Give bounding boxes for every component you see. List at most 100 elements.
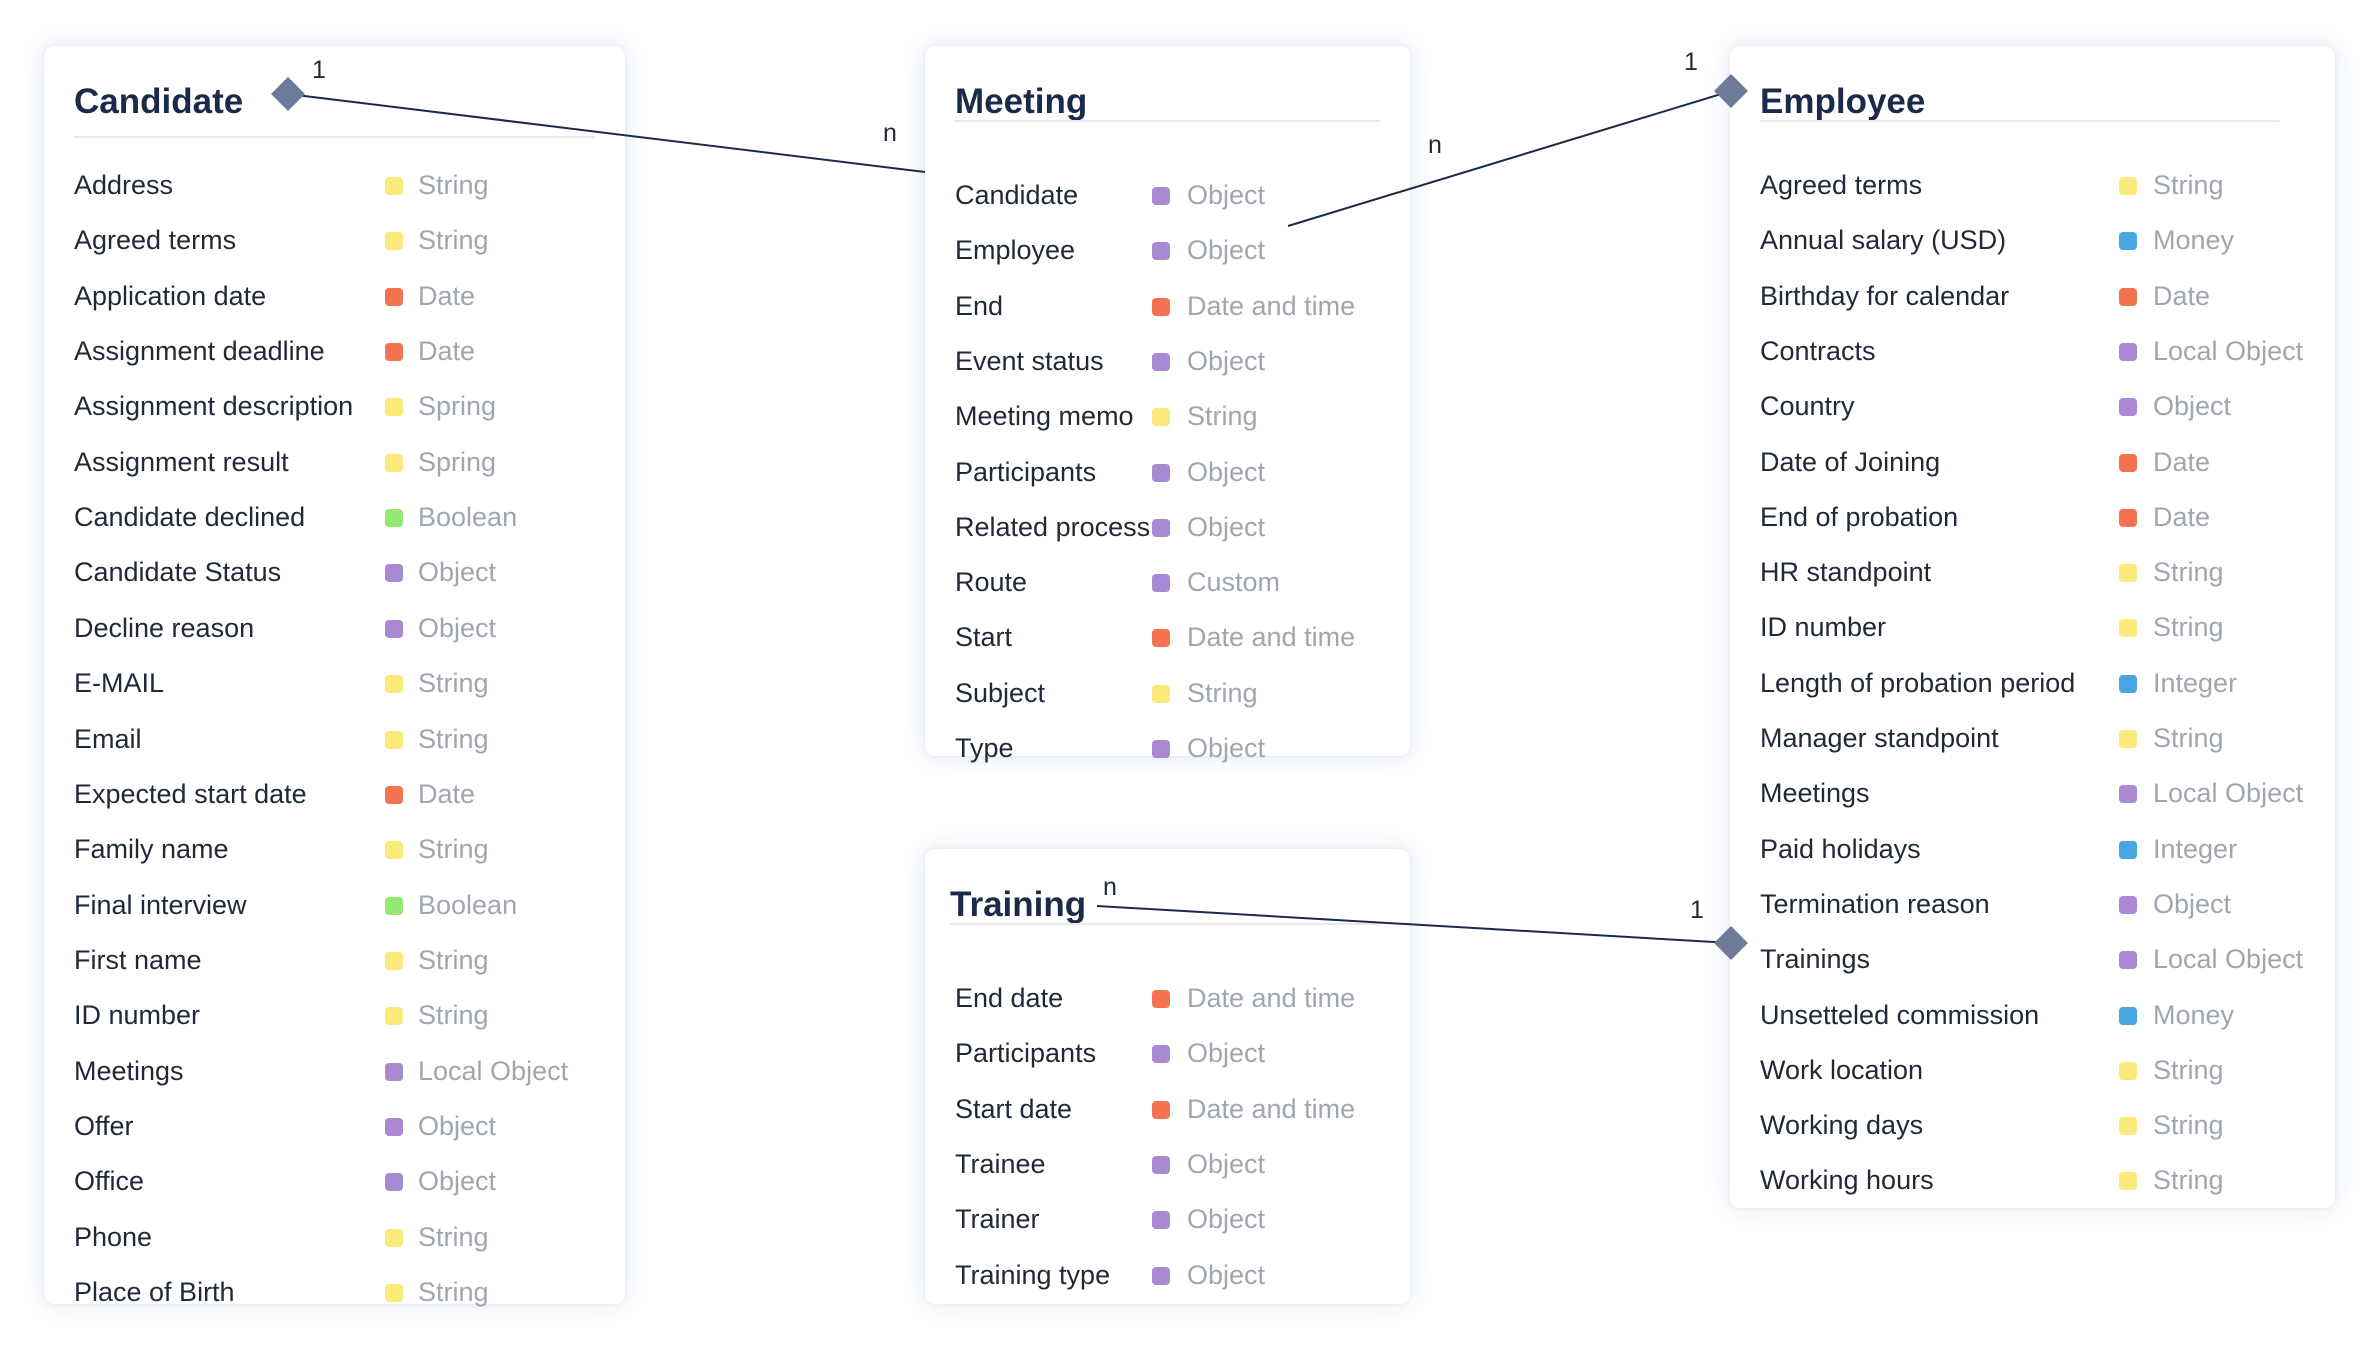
field-name: ID number — [1760, 612, 1887, 643]
field-type-label: String — [2153, 612, 2224, 643]
field-type-label: String — [1187, 401, 1258, 432]
field-type-label: String — [1187, 677, 1258, 708]
type-color-swatch — [385, 619, 403, 638]
field-type-label: String — [418, 944, 489, 975]
type-color-swatch — [2119, 232, 2137, 251]
field-row[interactable]: ID number String — [1730, 608, 2335, 648]
field-name: Employee — [955, 235, 1076, 266]
field-type-label: Object — [2153, 888, 2232, 919]
cardinality-employee-training-one: 1 — [1690, 896, 1704, 924]
field-name: Related process — [955, 511, 1151, 542]
field-name: Contracts — [1760, 335, 1876, 366]
type-color-swatch — [2119, 1006, 2137, 1025]
type-color-swatch — [2119, 564, 2137, 583]
field-name: Meeting memo — [955, 401, 1134, 432]
type-color-swatch — [1152, 990, 1170, 1008]
cardinality-candidate-one: 1 — [312, 56, 326, 84]
type-color-swatch — [1152, 1211, 1170, 1230]
field-type-label: Custom — [1187, 567, 1281, 598]
field-name: Agreed terms — [74, 225, 237, 256]
field-name: Office — [74, 1166, 145, 1197]
field-type-label: Object — [1187, 1259, 1266, 1290]
field-row[interactable]: Annual salary (USD)Money — [1730, 221, 2335, 261]
field-name: Annual salary (USD) — [1760, 225, 2007, 256]
type-color-swatch — [2119, 674, 2137, 693]
field-name: Unsetteled commission — [1760, 999, 2040, 1030]
field-type-label: Integer — [2153, 833, 2238, 864]
field-type-label: String — [2153, 723, 2224, 753]
field-name: Final interview — [74, 889, 247, 920]
field-type-label: Object — [418, 557, 497, 588]
type-color-swatch — [1152, 1266, 1170, 1285]
type-color-swatch — [2119, 619, 2137, 638]
field-row[interactable]: Meeting memo String — [925, 397, 1410, 437]
field-name: Trainer — [955, 1204, 1040, 1235]
entity-title: Training — [950, 885, 1087, 924]
field-type-label: Object — [1187, 456, 1266, 487]
field-name: Trainee — [955, 1148, 1046, 1179]
type-color-swatch — [385, 675, 403, 694]
field-type-label: String — [418, 723, 489, 754]
field-type-label: String — [2153, 1110, 2224, 1141]
field-name: HR standpoint — [1760, 557, 1932, 588]
